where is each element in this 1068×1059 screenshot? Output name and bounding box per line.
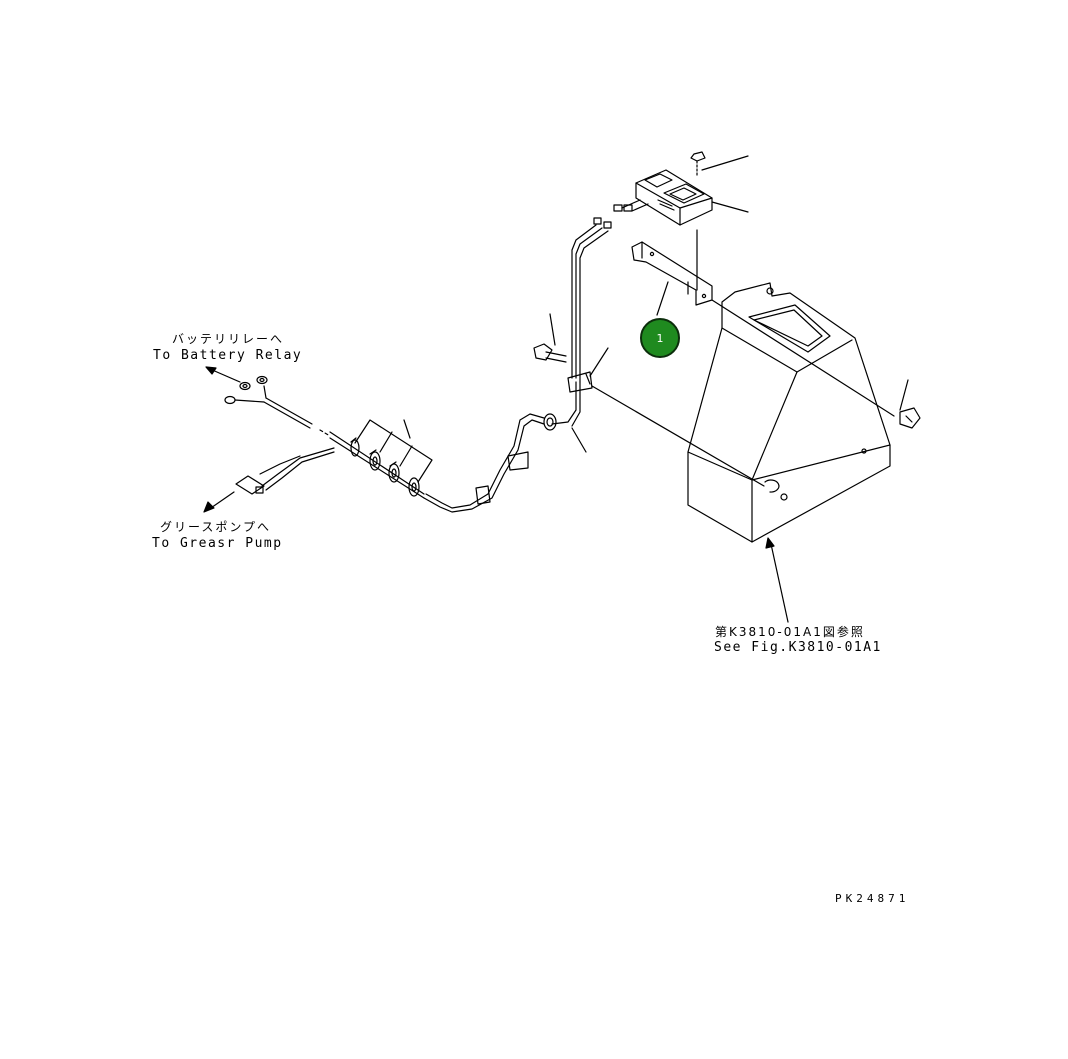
drawing-number: PK24871 (835, 892, 910, 905)
cover-housing (688, 283, 890, 542)
see-figure-label-en: See Fig.K3810-01A1 (714, 640, 882, 655)
battery-relay-lead (206, 367, 330, 436)
wire-harness (330, 225, 608, 512)
grease-pump-lead (204, 448, 334, 512)
bolt-right (900, 408, 920, 428)
grease-pump-label-en: To Greasr Pump (152, 536, 283, 551)
callout-number: 1 (656, 331, 664, 345)
item-callout-1[interactable]: 1 (640, 318, 680, 358)
battery-relay-label-en: To Battery Relay (153, 348, 303, 363)
leader-lines (404, 156, 908, 622)
grease-pump-label-jp: グリースポンプへ (160, 520, 272, 534)
mounting-bracket (632, 242, 712, 305)
bolt-left (534, 344, 566, 362)
battery-relay-label-jp: バッテリリレーへ (172, 332, 285, 346)
assembly-lines (592, 300, 894, 486)
see-figure-label-jp: 第K3810-01A1図参照 (715, 625, 865, 639)
controller-unit (594, 152, 712, 290)
harness-grommets (330, 432, 424, 498)
